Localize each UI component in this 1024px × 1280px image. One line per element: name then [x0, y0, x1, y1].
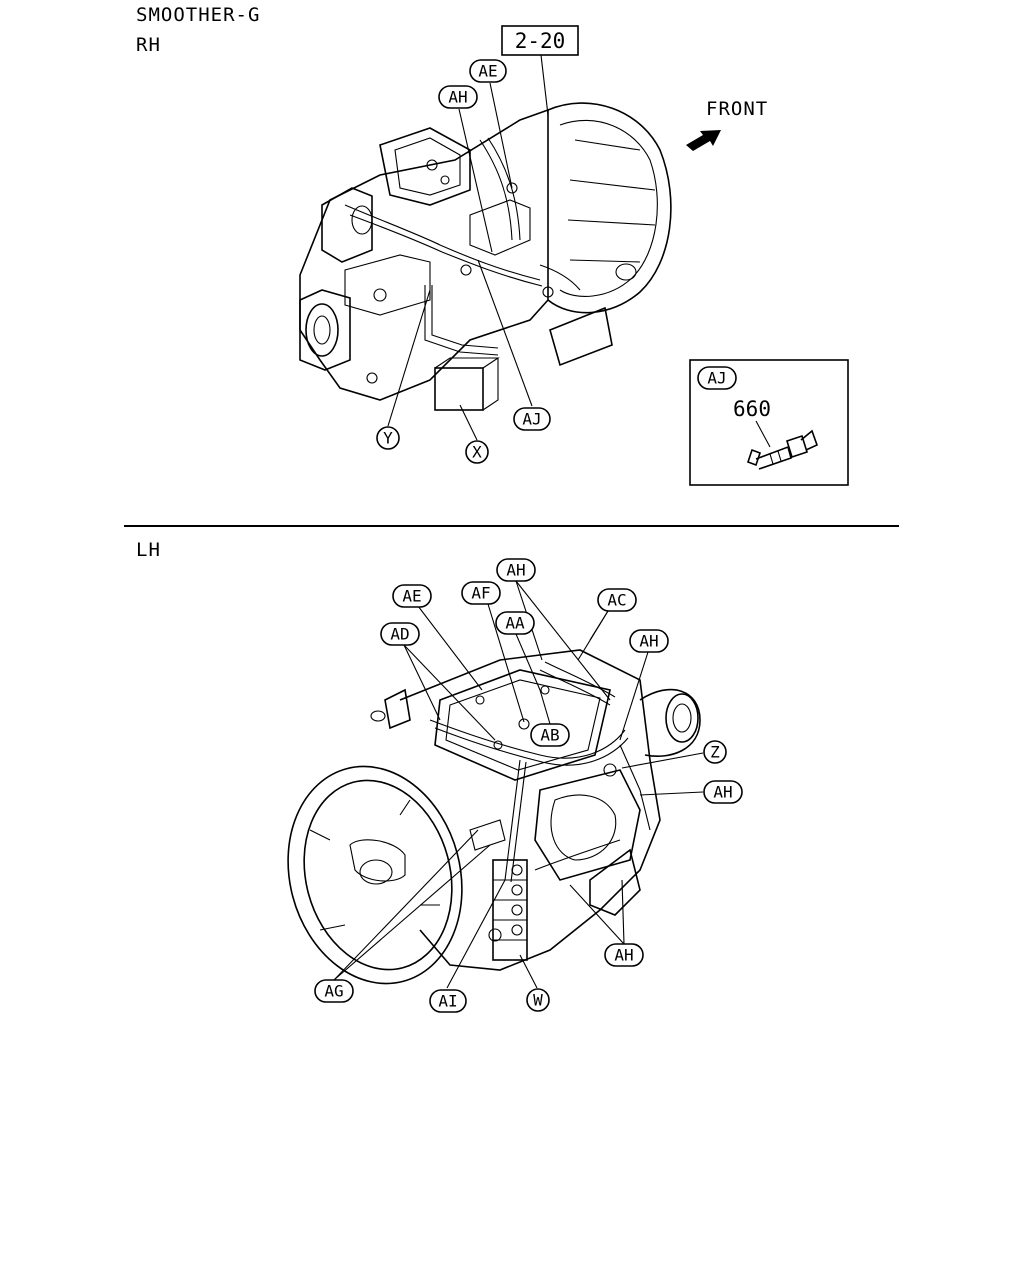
lh-transmission-illustration	[287, 649, 701, 985]
rh-side-label: RH	[136, 34, 161, 56]
lh-callout-ah-bottom: AH	[604, 943, 644, 967]
svg-text:AE: AE	[478, 62, 497, 81]
lh-callout-ai: AI	[429, 989, 467, 1013]
lh-callout-ah-top: AH	[496, 558, 536, 582]
rh-callout-leaders	[387, 82, 533, 441]
lh-callout-ad: AD	[380, 622, 420, 646]
rh-callout-ae: AE	[469, 59, 507, 83]
lh-callout-af: AF	[461, 581, 501, 605]
reference-box	[501, 25, 579, 116]
lh-callout-ah-right: AH	[703, 780, 743, 804]
rh-callout-aj: AJ	[513, 407, 551, 431]
lh-callout-ag: AG	[314, 979, 354, 1003]
rh-callout-ah: AH	[438, 85, 478, 109]
lh-callout-leaders	[333, 580, 704, 989]
lh-callout-ae: AE	[392, 584, 432, 608]
svg-text:AH: AH	[448, 88, 467, 107]
lh-callout-aa: AA	[495, 611, 535, 635]
lh-callout-ah-right-top: AH	[629, 629, 669, 653]
lh-callout-ac: AC	[597, 588, 637, 612]
rh-callout-y: Y	[376, 426, 400, 450]
svg-text:AH: AH	[506, 561, 525, 580]
lh-callout-ab: AB	[530, 723, 570, 747]
svg-text:AB: AB	[540, 726, 559, 745]
svg-text:AJ: AJ	[522, 410, 541, 429]
front-label: FRONT	[706, 98, 769, 120]
svg-text:AF: AF	[471, 584, 490, 603]
rh-callout-x: X	[465, 440, 489, 464]
aj-detail-box: AJ 660	[689, 359, 849, 486]
svg-text:AD: AD	[390, 625, 409, 644]
aj-part-number: 660	[733, 397, 771, 421]
svg-text:AH: AH	[639, 632, 658, 651]
svg-text:AE: AE	[402, 587, 421, 606]
svg-text:Z: Z	[710, 743, 720, 762]
front-arrow-icon	[686, 130, 721, 151]
reference-box-label: 2-20	[515, 29, 566, 53]
diagram-title: SMOOTHER-G	[136, 4, 261, 26]
rh-transmission-illustration	[299, 102, 672, 411]
connector-part-icon	[746, 429, 819, 470]
svg-text:AH: AH	[713, 783, 732, 802]
svg-text:Y: Y	[383, 429, 393, 448]
svg-text:AA: AA	[505, 614, 525, 633]
svg-text:AI: AI	[438, 992, 457, 1011]
svg-text:W: W	[533, 991, 543, 1010]
svg-text:AH: AH	[614, 946, 633, 965]
svg-text:AC: AC	[607, 591, 626, 610]
lh-callout-w: W	[526, 988, 550, 1012]
svg-text:AG: AG	[324, 982, 343, 1001]
aj-detail-callout: AJ	[707, 369, 726, 388]
lh-side-label: LH	[136, 539, 161, 561]
lh-callout-z: Z	[703, 740, 727, 764]
svg-text:X: X	[472, 443, 482, 462]
